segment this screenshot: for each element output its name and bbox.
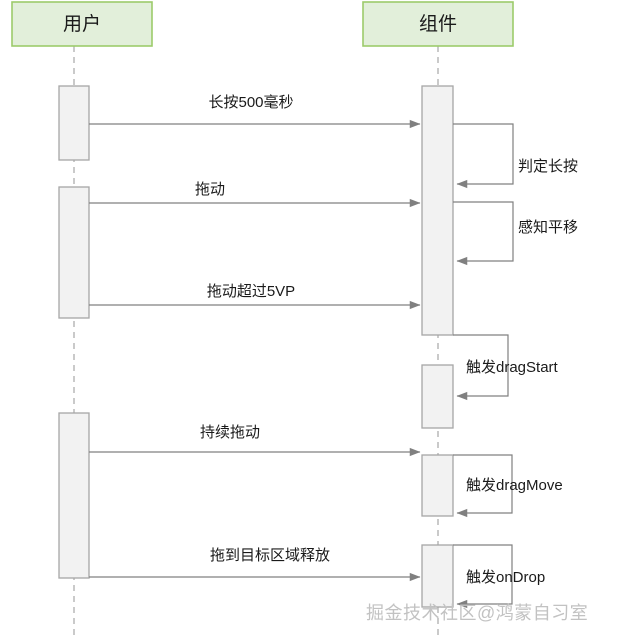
message-self-loop-trigger-dragstart	[453, 334, 509, 401]
activation-user-3	[58, 412, 90, 579]
message-label-continuous-drag: 持续拖动	[200, 424, 260, 441]
message-label-long-press: 长按500毫秒	[208, 93, 293, 111]
watermark-text: 掘金技术社区@鸿蒙自习室	[366, 603, 588, 623]
message-labels: 长按500毫秒 判定长按 拖动 感知平移 拖动超过5VP 触发dragStart…	[195, 93, 578, 586]
activation-bars	[58, 85, 454, 608]
messages	[89, 119, 514, 609]
message-label-judge-long-press: 判定长按	[518, 158, 578, 175]
message-self-loop-sense-pan	[453, 201, 514, 266]
message-label-trigger-dragstart: 触发dragStart	[466, 359, 559, 376]
participant-label-component: 组件	[419, 13, 457, 35]
participant-box-user[interactable]	[11, 1, 153, 47]
activation-component-3	[421, 454, 454, 517]
activation-component-2	[421, 364, 454, 429]
message-label-drag: 拖动	[195, 181, 225, 198]
message-self-loop-trigger-dragmove	[453, 454, 513, 518]
message-label-drag-over-5vp: 拖动超过5VP	[207, 283, 295, 300]
participant-user[interactable]: 用户	[11, 1, 153, 47]
message-self-loop-judge-long-press	[453, 123, 514, 189]
message-label-trigger-dragmove: 触发dragMove	[466, 477, 563, 494]
activation-component-1	[421, 85, 454, 336]
activation-component-4	[421, 544, 454, 608]
message-label-trigger-ondrop: 触发onDrop	[466, 569, 545, 586]
message-label-sense-pan: 感知平移	[518, 219, 578, 236]
activation-user-1	[58, 85, 90, 161]
activation-user-2	[58, 186, 90, 319]
participant-component[interactable]: 组件	[362, 1, 514, 47]
participant-box-component[interactable]	[362, 1, 514, 47]
message-label-drop-on-target: 拖到目标区域释放	[210, 547, 330, 564]
message-self-loop-trigger-ondrop	[453, 544, 513, 609]
participant-label-user: 用户	[63, 13, 101, 35]
